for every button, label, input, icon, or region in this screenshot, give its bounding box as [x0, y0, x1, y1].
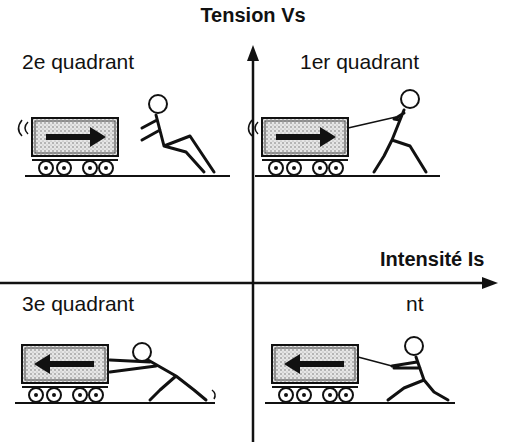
quadrant-label: nt — [406, 292, 424, 316]
quadrant-label: 3e quadrant — [22, 292, 134, 316]
voltage-axis — [252, 58, 255, 442]
current-axis — [0, 282, 484, 285]
quadrant-label: 1er quadrant — [300, 50, 419, 74]
cart-held-back — [265, 337, 455, 403]
cart-braked — [19, 95, 231, 176]
cart-pushed — [15, 343, 215, 403]
axis-title: Intensité Is — [380, 248, 484, 271]
quadrant-label: 2e quadrant — [22, 50, 134, 74]
cart-pulled — [249, 90, 441, 176]
axis-title: Tension Vs — [200, 4, 305, 27]
